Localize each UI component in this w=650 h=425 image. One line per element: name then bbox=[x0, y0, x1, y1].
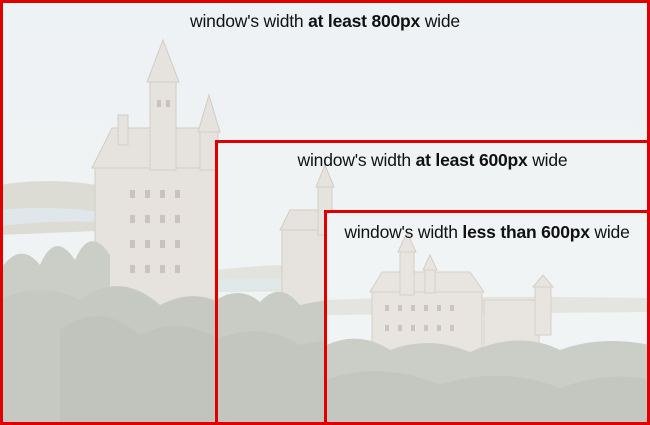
caption-emphasis: less than 600px bbox=[462, 222, 590, 242]
caption-suffix: wide bbox=[527, 150, 568, 170]
caption-emphasis: at least 800px bbox=[308, 11, 421, 31]
caption-prefix: window's width bbox=[344, 222, 463, 242]
caption-suffix: wide bbox=[589, 222, 630, 242]
caption-prefix: window's width bbox=[190, 11, 309, 31]
caption-emphasis: at least 600px bbox=[415, 150, 528, 170]
frame-less-than-600px bbox=[324, 210, 650, 425]
caption-suffix: wide bbox=[420, 11, 460, 31]
caption-at-least-800px: window's width at least 800px wide bbox=[0, 11, 650, 32]
caption-less-than-600px: window's width less than 600px wide bbox=[324, 222, 650, 243]
caption-prefix: window's width bbox=[297, 150, 416, 170]
caption-at-least-600px: window's width at least 600px wide bbox=[215, 150, 650, 171]
